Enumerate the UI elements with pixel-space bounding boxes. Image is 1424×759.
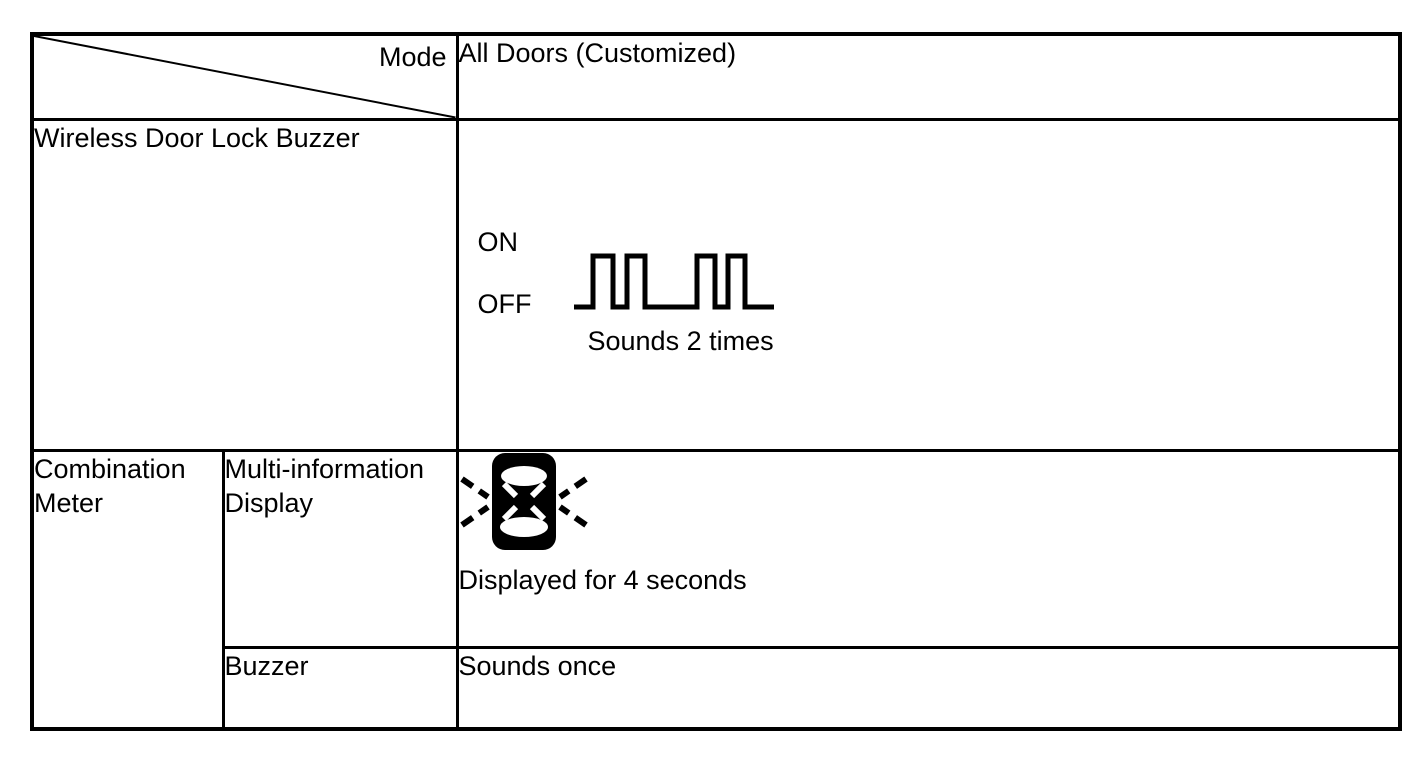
wireless-buzzer-row: Wireless Door Lock Buzzer ON OFF Sounds … bbox=[30, 117, 1402, 452]
multi-information-label: Multi-information Display bbox=[224, 453, 425, 518]
buzzer-row: Buzzer Sounds once bbox=[32, 645, 1402, 731]
mode-value-text: All Doors (Customized) bbox=[458, 38, 737, 68]
buzzer-label-cell: Buzzer bbox=[221, 645, 459, 731]
wireless-buzzer-label-cell: Wireless Door Lock Buzzer bbox=[30, 117, 459, 452]
waveform-on-label: ON bbox=[477, 226, 519, 257]
combination-meter-label: Combination Meter bbox=[34, 453, 186, 518]
car-door-lock-indicator-icon bbox=[460, 453, 588, 550]
customization-table: Mode All Doors (Customized) Wireless Doo… bbox=[30, 32, 1402, 731]
buzzer-value-cell: Sounds once bbox=[455, 645, 1402, 731]
waveform-off-label: OFF bbox=[477, 288, 532, 319]
wireless-buzzer-content-cell: ON OFF Sounds 2 times bbox=[455, 117, 1402, 452]
mode-header-label: Mode bbox=[378, 42, 447, 72]
multi-information-caption: Displayed for 4 seconds bbox=[458, 564, 747, 595]
combination-meter-cell: Combination Meter bbox=[30, 448, 225, 731]
header-row: Mode All Doors (Customized) bbox=[30, 32, 1402, 121]
mode-value-cell: All Doors (Customized) bbox=[455, 32, 1402, 121]
multi-information-label-cell: Multi-information Display bbox=[221, 448, 459, 649]
buzzer-value-text: Sounds once bbox=[458, 650, 617, 681]
buzzer-pulse-waveform-icon bbox=[573, 253, 774, 309]
multi-information-row: Combination Meter Multi-information Disp… bbox=[30, 448, 1402, 731]
multi-information-content-cell: Displayed for 4 seconds bbox=[455, 448, 1402, 649]
waveform-caption: Sounds 2 times bbox=[587, 325, 774, 356]
header-diagonal-cell: Mode bbox=[30, 32, 459, 121]
buzzer-label: Buzzer bbox=[224, 650, 309, 681]
diagonal-divider-line bbox=[34, 36, 456, 118]
wireless-buzzer-label: Wireless Door Lock Buzzer bbox=[34, 122, 360, 153]
